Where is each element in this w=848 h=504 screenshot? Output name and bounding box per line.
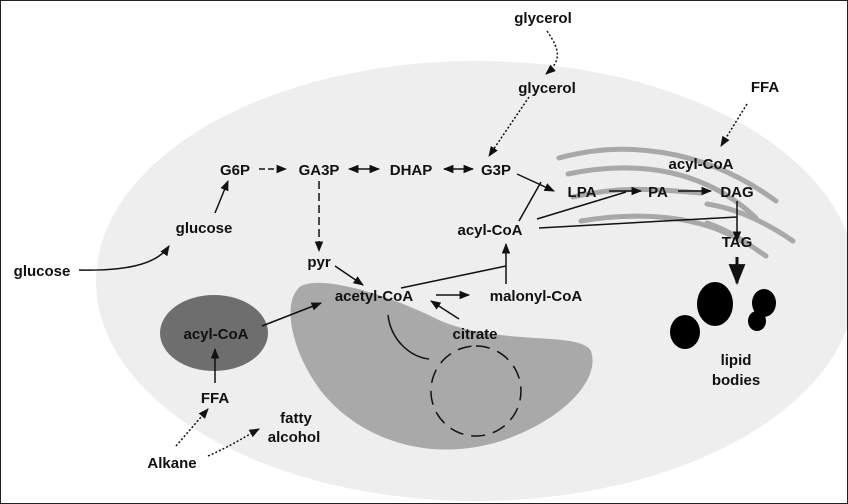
arrow-acylcoa-pa — [536, 191, 627, 220]
label-lpa: LPA — [568, 184, 597, 201]
label-acetyl-coa: acetyl-CoA — [335, 288, 414, 305]
arrow-acylcoa-tag — [538, 216, 738, 229]
tca-cycle — [430, 345, 522, 437]
label-acyl-coa-cyto: acyl-CoA — [457, 222, 522, 239]
label-alcohol: alcohol — [268, 429, 321, 446]
lipid-bodies — [670, 282, 776, 349]
label-pa: PA — [648, 184, 668, 201]
label-alkane: Alkane — [147, 455, 196, 472]
arrow-alkane-alcohol — [207, 428, 260, 457]
label-bodies: bodies — [712, 372, 760, 389]
label-glucose-outside: glucose — [14, 263, 71, 280]
label-glucose-inside: glucose — [176, 220, 233, 237]
label-glycerol-outside: glycerol — [514, 10, 572, 27]
arrow-glucose-in — [78, 245, 170, 271]
label-g6p: G6P — [220, 162, 250, 179]
label-dhap: DHAP — [390, 162, 433, 179]
label-glycerol-inside: glycerol — [518, 80, 576, 97]
label-dag: DAG — [720, 184, 753, 201]
label-g3p: G3P — [481, 162, 511, 179]
arrow-acetyl-tca — [387, 314, 430, 360]
peroxisome — [160, 295, 268, 371]
label-ffa-outside: FFA — [751, 79, 779, 96]
arrow-acylcoa-join — [518, 181, 542, 222]
arrow-glycerol-in — [545, 30, 559, 75]
label-lipid: lipid — [721, 352, 752, 369]
arrow-pyr-acetyl — [334, 265, 364, 286]
label-pyr: pyr — [307, 254, 331, 271]
arrow-ffa-in — [720, 103, 748, 147]
label-tag: TAG — [722, 234, 753, 251]
label-fatty: fatty — [280, 410, 312, 427]
label-acyl-coa-perox: acyl-CoA — [183, 326, 248, 343]
arrow-glucose-g6p — [214, 180, 229, 214]
label-ga3p: GA3P — [299, 162, 340, 179]
arrow-citrate-acetyl — [430, 300, 460, 320]
arrow-alkane-ffa — [175, 408, 209, 447]
label-malonyl-coa: malonyl-CoA — [490, 288, 583, 305]
mitochondrion — [290, 282, 593, 450]
arrow-perox-acetyl — [261, 302, 322, 327]
arrow-acetyl-line — [400, 265, 507, 289]
arrow-g3p-lpa — [516, 173, 555, 192]
label-citrate: citrate — [452, 326, 497, 343]
label-acyl-coa-er: acyl-CoA — [668, 156, 733, 173]
label-ffa-inside: FFA — [201, 390, 229, 407]
